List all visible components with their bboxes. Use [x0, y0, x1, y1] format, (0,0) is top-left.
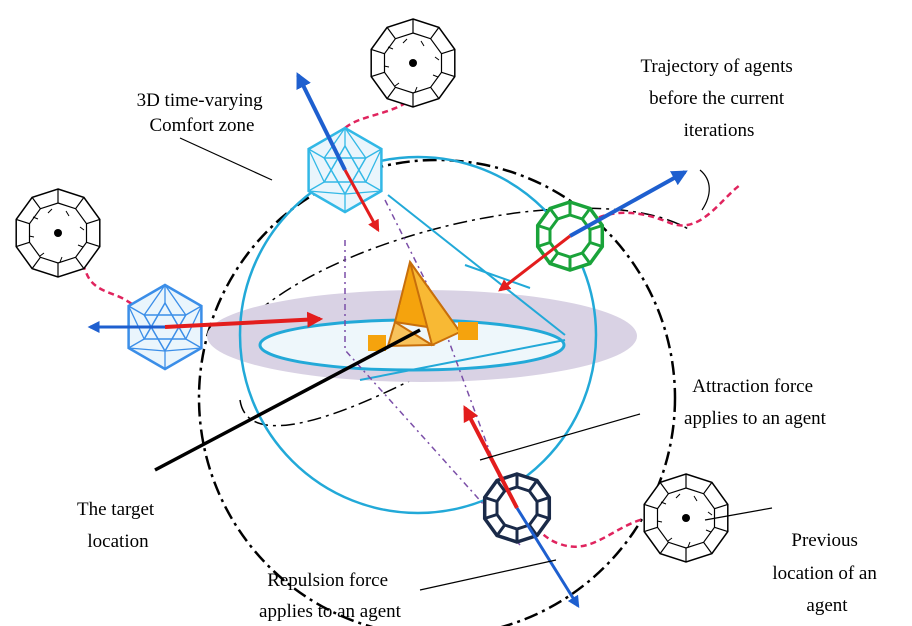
inner-sphere	[238, 155, 598, 515]
guide-line-1	[344, 240, 521, 546]
repulsion-arrow-right	[569, 170, 688, 238]
attraction-arrow-top	[343, 169, 380, 233]
attraction-arrow-right	[498, 234, 571, 292]
repulsion-arrow-top	[296, 72, 347, 171]
repulsion-arrow-bottom	[515, 507, 580, 609]
attraction-arrow-bottom	[463, 405, 519, 509]
comfort-zone-sphere	[197, 158, 677, 626]
label-target: The target location	[77, 499, 159, 552]
inner-sphere-spoke	[387, 194, 566, 336]
label-attraction: Attraction force applies to an agent	[684, 376, 827, 429]
target-pointer-line	[154, 328, 421, 472]
label-previous: Previous location of an agent	[772, 530, 881, 616]
previous-dot-top	[409, 59, 417, 67]
label-trajectory: Trajectory of agents before the current …	[640, 56, 797, 141]
attraction-arrow-left	[164, 311, 324, 329]
label-repulsion: Repulsion force applies to an agent	[259, 570, 402, 622]
label-comfort-zone: 3D time-varying Comfort zone	[137, 90, 268, 136]
previous-dot-left	[54, 229, 62, 237]
leader-attraction	[479, 413, 641, 461]
leader-trajectory	[699, 169, 710, 211]
inner-sphere-meridian	[359, 339, 566, 381]
leader-repulsion	[419, 559, 557, 591]
leader-previous	[704, 507, 773, 521]
leader-comfort-zone	[179, 137, 273, 181]
inner-sphere-radius	[464, 264, 531, 289]
previous-dot-right	[682, 514, 690, 522]
